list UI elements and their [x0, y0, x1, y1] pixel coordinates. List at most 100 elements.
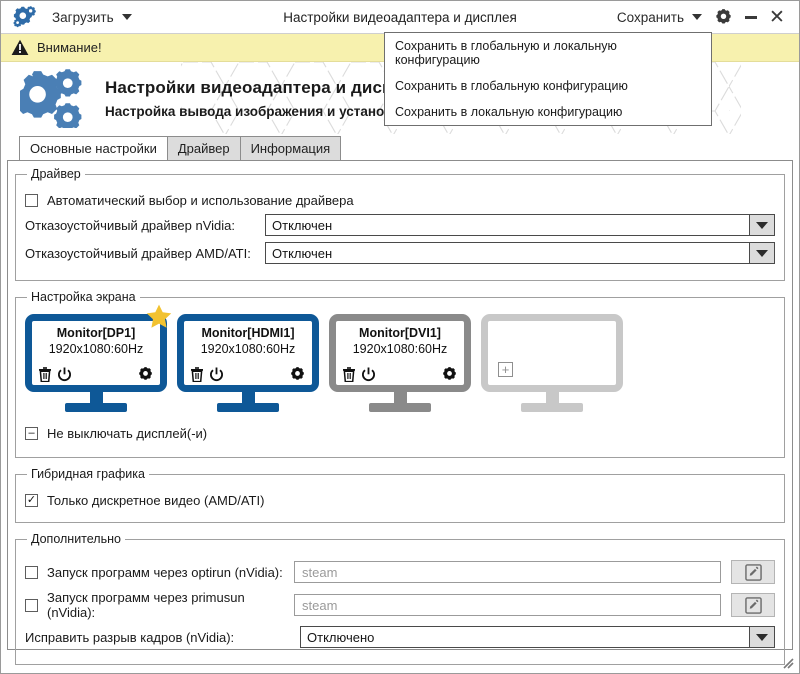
- no-blank-label: Не выключать дисплей(-и): [47, 426, 208, 441]
- monitor-actions: [342, 367, 457, 382]
- dropdown-arrow-icon[interactable]: [749, 627, 774, 647]
- chevron-down-icon: [121, 14, 132, 20]
- primusun-row: Запуск программ через primusun (nVidia):…: [25, 590, 775, 620]
- monitor-resolution: 1920x1080:60Hz: [200, 342, 296, 357]
- chevron-down-icon: [692, 14, 702, 20]
- nvidia-fallback-value: Отключен: [272, 217, 333, 233]
- monitor-name: Monitor[HDMI1]: [201, 326, 295, 340]
- save-menu-button[interactable]: Сохранить: [611, 7, 708, 28]
- amd-fallback-value: Отключен: [272, 245, 333, 261]
- monitor-card-add[interactable]: +: [481, 314, 623, 412]
- monitor-base: [217, 403, 279, 412]
- save-dropdown-menu: Сохранить в глобальную и локальную конфи…: [384, 32, 712, 126]
- discrete-only-checkbox[interactable]: ✓: [25, 494, 38, 507]
- primary-star-icon: [145, 303, 173, 331]
- monitor-stand: [89, 392, 103, 403]
- menu-item-save-global[interactable]: Сохранить в глобальную конфигурацию: [395, 79, 628, 93]
- trash-icon[interactable]: [342, 367, 356, 382]
- screen-group: Настройка экрана Monitor[DP1] 1920x1080:…: [15, 290, 785, 458]
- monitor-screen: Monitor[DP1] 1920x1080:60Hz: [25, 314, 167, 392]
- tab-strip: Основные настройки Драйвер Информация: [1, 134, 799, 160]
- no-blank-row: – Не выключать дисплей(-и): [25, 426, 775, 441]
- dropdown-arrow-icon[interactable]: [749, 215, 774, 235]
- resize-grip-icon[interactable]: [780, 655, 794, 669]
- warning-text: Внимание!: [37, 40, 102, 55]
- monitor-screen: Monitor[DVI1] 1920x1080:60Hz: [329, 314, 471, 392]
- amd-fallback-row: Отказоустойчивый драйвер AMD/ATI: Отключ…: [25, 242, 775, 264]
- monitor-resolution: 1920x1080:60Hz: [48, 342, 144, 357]
- pencil-square-icon: [744, 596, 762, 614]
- hybrid-graphics-legend: Гибридная графика: [31, 467, 145, 481]
- monitor-base: [65, 403, 127, 412]
- primusun-edit-button[interactable]: [731, 593, 775, 617]
- auto-driver-checkbox[interactable]: [25, 194, 38, 207]
- optirun-input[interactable]: steam: [294, 561, 721, 583]
- banner-title: Настройки видеоадаптера и дисплея: [105, 77, 423, 97]
- tearfree-select[interactable]: Отключено: [300, 626, 775, 648]
- monitor-screen: +: [481, 314, 623, 392]
- power-icon[interactable]: [57, 367, 72, 382]
- load-menu-button[interactable]: Загрузить: [46, 7, 138, 28]
- trash-icon[interactable]: [38, 367, 52, 382]
- monitor-stand: [545, 392, 559, 403]
- gear-icon[interactable]: [290, 367, 305, 382]
- monitor-base: [369, 403, 431, 412]
- optirun-checkbox[interactable]: [25, 565, 38, 579]
- amd-fallback-select[interactable]: Отключен: [265, 242, 775, 264]
- menu-item-save-local[interactable]: Сохранить в локальную конфигурацию: [395, 105, 623, 119]
- tab-label: Основные настройки: [30, 141, 157, 156]
- tab-information[interactable]: Информация: [239, 136, 342, 160]
- tab-driver[interactable]: Драйвер: [166, 136, 241, 160]
- no-blank-checkbox[interactable]: –: [25, 427, 38, 440]
- primusun-checkbox[interactable]: [25, 598, 38, 612]
- pencil-square-icon: [744, 563, 762, 581]
- driver-group-legend: Драйвер: [31, 167, 81, 181]
- tab-main-settings[interactable]: Основные настройки: [19, 136, 168, 160]
- primusun-label: Запуск программ через primusun (nVidia):: [47, 590, 245, 620]
- power-icon[interactable]: [209, 367, 224, 382]
- tearfree-value: Отключено: [307, 629, 375, 645]
- plus-icon[interactable]: +: [498, 362, 513, 377]
- monitor-card-dp1[interactable]: Monitor[DP1] 1920x1080:60Hz: [25, 304, 172, 412]
- gear-icon[interactable]: [442, 367, 457, 382]
- monitor-screen: Monitor[HDMI1] 1920x1080:60Hz: [177, 314, 319, 392]
- additional-group: Дополнительно Запуск программ через opti…: [15, 532, 785, 665]
- load-menu-label: Загрузить: [52, 9, 114, 25]
- dropdown-arrow-icon[interactable]: [749, 243, 774, 263]
- nvidia-fallback-label: Отказоустойчивый драйвер nVidia:: [25, 217, 235, 233]
- save-menu-label: Сохранить: [616, 9, 684, 25]
- monitor-stand: [241, 392, 255, 403]
- discrete-only-label: Только дискретное видео (AMD/ATI): [47, 493, 265, 508]
- optirun-edit-button[interactable]: [731, 560, 775, 584]
- amd-fallback-label: Отказоустойчивый драйвер AMD/ATI:: [25, 245, 251, 261]
- title-bar: Загрузить Настройки видеоадаптера и дисп…: [1, 1, 799, 34]
- close-icon: ✕: [769, 6, 785, 28]
- nvidia-fallback-row: Отказоустойчивый драйвер nVidia: Отключе…: [25, 214, 775, 236]
- hybrid-graphics-group: Гибридная графика ✓ Только дискретное ви…: [15, 467, 785, 523]
- driver-group: Драйвер Автоматический выбор и использов…: [15, 167, 785, 281]
- auto-driver-label: Автоматический выбор и использование дра…: [47, 193, 354, 208]
- monitor-card-hdmi1[interactable]: Monitor[HDMI1] 1920x1080:60Hz: [177, 314, 319, 412]
- optirun-label: Запуск программ через optirun (nVidia):: [47, 564, 283, 580]
- minimize-button[interactable]: [738, 4, 764, 30]
- settings-gear-button[interactable]: [708, 4, 738, 30]
- monitor-stand: [393, 392, 407, 403]
- trash-icon[interactable]: [190, 367, 204, 382]
- close-button[interactable]: ✕: [764, 4, 790, 30]
- titlebar-controls: Сохранить ✕: [611, 4, 799, 30]
- monitor-name: Monitor[DP1]: [56, 326, 136, 340]
- primusun-input[interactable]: steam: [294, 594, 721, 616]
- nvidia-fallback-select[interactable]: Отключен: [265, 214, 775, 236]
- discrete-only-row: ✓ Только дискретное видео (AMD/ATI): [25, 493, 775, 508]
- tab-label: Информация: [250, 141, 331, 156]
- menu-item-save-global-and-local[interactable]: Сохранить в глобальную и локальную конфи…: [395, 39, 617, 67]
- power-icon[interactable]: [361, 367, 376, 382]
- tearfree-row: Исправить разрыв кадров (nVidia): Отключ…: [25, 626, 775, 648]
- monitor-resolution: 1920x1080:60Hz: [352, 342, 448, 357]
- warning-triangle-icon: [11, 39, 29, 56]
- additional-group-legend: Дополнительно: [31, 532, 121, 546]
- tab-content-main-settings: Драйвер Автоматический выбор и использов…: [7, 160, 793, 665]
- gear-icon[interactable]: [138, 367, 153, 382]
- monitor-list: Monitor[DP1] 1920x1080:60Hz: [25, 304, 775, 412]
- monitor-card-dvi1[interactable]: Monitor[DVI1] 1920x1080:60Hz: [329, 314, 471, 412]
